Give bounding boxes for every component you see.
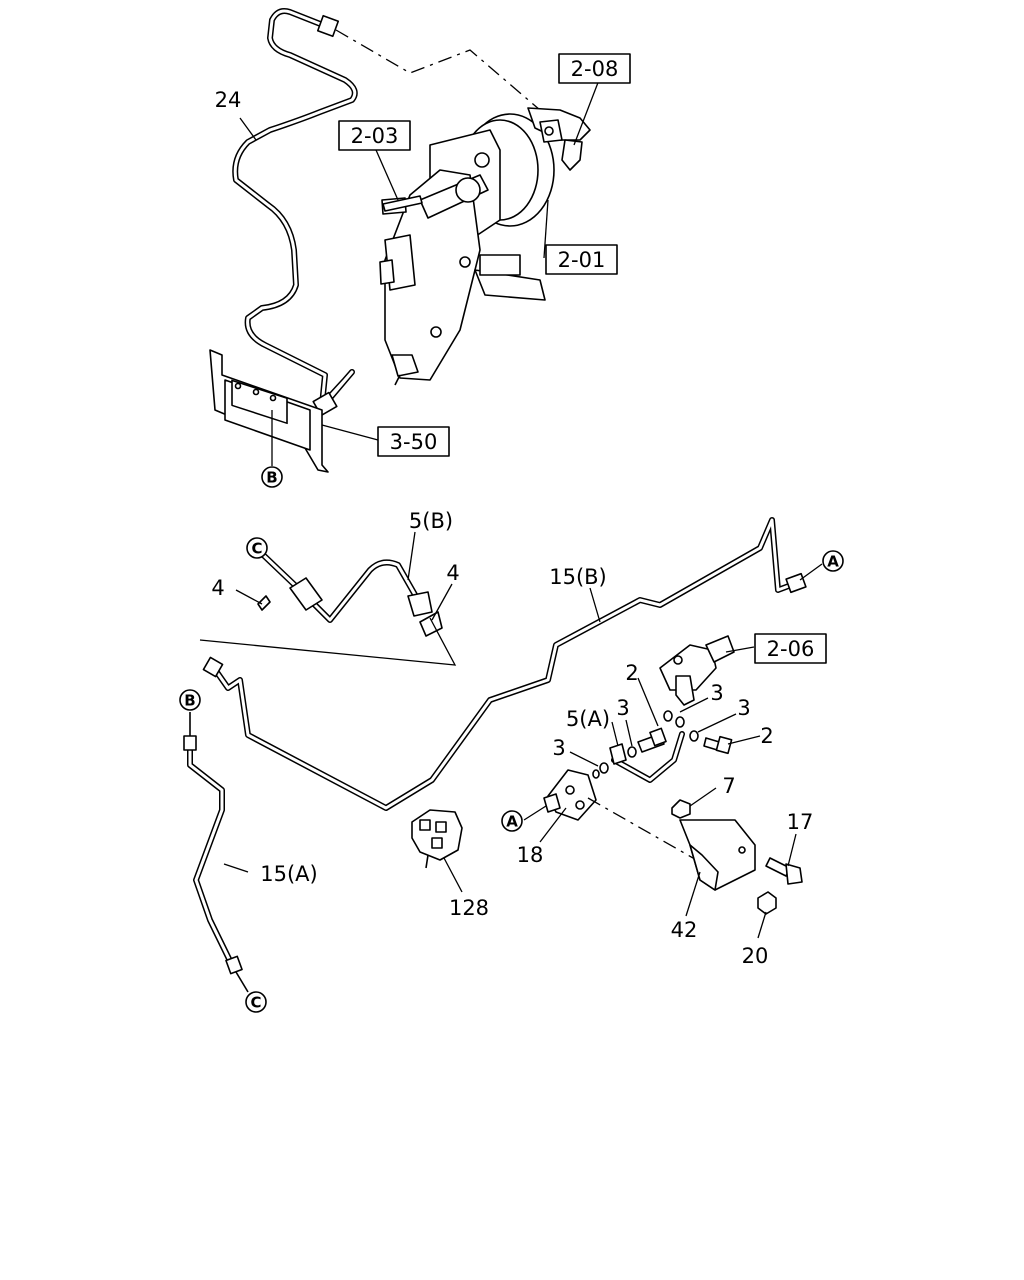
- bolt-2-right: [703, 735, 733, 755]
- actuator-128: [411, 809, 463, 869]
- part-18-label: 18: [517, 843, 544, 867]
- conn-b-left: B: [179, 689, 201, 711]
- ref-2-03-label: 2-03: [351, 124, 399, 148]
- conn-a-left-label: A: [506, 813, 518, 831]
- fitting-2-08: [527, 107, 591, 171]
- bolt-2-left: [637, 727, 667, 753]
- ref-2-01-box: 2-01: [545, 244, 618, 275]
- connector-markers: B C A B A C: [179, 466, 844, 1013]
- part-15b-label: 15(B): [549, 565, 607, 589]
- part-2-right-label: 2: [760, 724, 773, 748]
- valve-2-06: [659, 635, 735, 706]
- ref-2-06-box: 2-06: [754, 633, 827, 664]
- conn-a-left: A: [501, 810, 523, 832]
- plain-callouts: 24 5(B) 4 4 15(B) 2 3 3 5(A) 3 3 2 7 17 …: [211, 88, 813, 968]
- conn-c-lower: C: [245, 991, 267, 1013]
- ref-2-01-label: 2-01: [558, 248, 606, 272]
- part-2-top-label: 2: [625, 661, 638, 685]
- ref-2-06-label: 2-06: [767, 637, 815, 661]
- part-3-a-label: 3: [710, 681, 723, 705]
- cover-42: [679, 819, 756, 891]
- part-128-label: 128: [449, 896, 489, 920]
- part-4-left-label: 4: [211, 576, 224, 600]
- brake-booster-2-01: [379, 113, 555, 386]
- bracket-3-50: [209, 349, 329, 473]
- part-7-label: 7: [722, 774, 735, 798]
- conn-a-right-label: A: [827, 553, 839, 571]
- upper-assembly: [209, 8, 600, 473]
- conn-c-lower-label: C: [250, 994, 261, 1012]
- ref-3-50-label: 3-50: [390, 430, 438, 454]
- bolt-17: [765, 857, 803, 885]
- part-3-c-label: 3: [616, 696, 629, 720]
- ref-2-08-box: 2-08: [558, 53, 631, 84]
- ref-2-03-box: 2-03: [338, 120, 411, 151]
- nut-20: [757, 891, 777, 915]
- part-17-label: 17: [787, 810, 814, 834]
- ref-2-08-label: 2-08: [571, 57, 619, 81]
- part-5a-label: 5(A): [566, 707, 610, 731]
- ref-3-50-box: 3-50: [377, 426, 450, 457]
- part-3-d-label: 3: [552, 736, 565, 760]
- bracket-18: [543, 769, 597, 821]
- lower-assembly: [183, 517, 823, 993]
- conn-c-upper-label: C: [251, 540, 262, 558]
- part-4-right-label: 4: [446, 561, 459, 585]
- conn-b-top-label: B: [266, 469, 277, 487]
- part-24-label: 24: [215, 88, 242, 112]
- part-3-b-label: 3: [737, 696, 750, 720]
- part-42-label: 42: [671, 918, 698, 942]
- conn-c-upper: C: [246, 537, 268, 559]
- nut-7: [671, 799, 691, 819]
- conn-b-top: B: [261, 466, 283, 488]
- conn-b-left-label: B: [184, 692, 195, 710]
- part-5b-label: 5(B): [409, 509, 453, 533]
- boxed-callouts: 2-08 2-03 2-01 3-50 2-06: [338, 53, 827, 664]
- conn-a-right: A: [822, 550, 844, 572]
- brake-pipe-24: [232, 8, 358, 408]
- part-20-label: 20: [742, 944, 769, 968]
- brake-pipe-15a: [187, 742, 235, 968]
- part-15a-label: 15(A): [260, 862, 317, 886]
